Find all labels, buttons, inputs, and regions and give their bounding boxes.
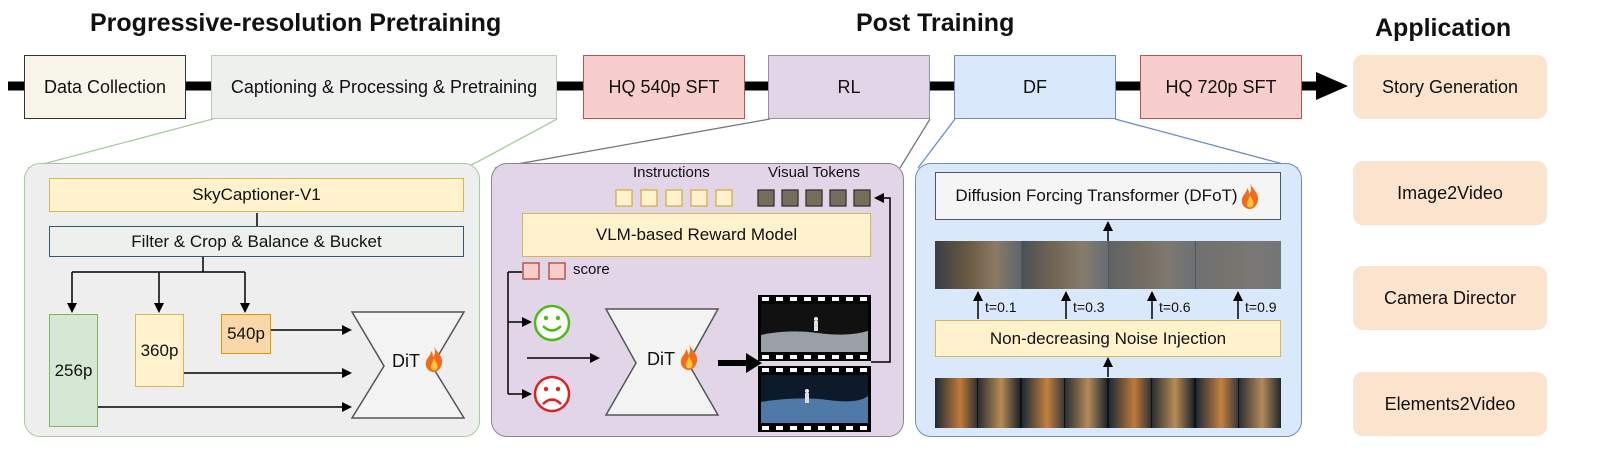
fire-icon xyxy=(1239,182,1261,210)
zoom-line-rl-left xyxy=(494,118,771,169)
filter-box: Filter & Crop & Balance & Bucket xyxy=(49,226,464,257)
zoom-line-rl-right xyxy=(899,118,931,169)
section-title-post-training: Post Training xyxy=(856,9,1015,37)
fire-icon xyxy=(678,343,700,371)
fire-icon xyxy=(423,345,445,373)
res-360p-box: 360p xyxy=(135,314,184,387)
zoom-line-pretrain-right xyxy=(465,118,558,169)
film-strip-icon xyxy=(758,366,871,432)
visual-token-blocks xyxy=(757,189,872,207)
visual-tokens-label: Visual Tokens xyxy=(768,164,861,181)
timestep-label-3: t=0.6 xyxy=(1159,299,1191,315)
app-camera-director: Camera Director xyxy=(1353,266,1547,330)
clean-frame-3 xyxy=(1022,378,1064,428)
clean-frame-5 xyxy=(1109,378,1151,428)
clean-frame-4 xyxy=(1065,378,1107,428)
skycaptioner-box: SkyCaptioner-V1 xyxy=(49,178,464,212)
clean-frame-1 xyxy=(935,378,977,428)
zoom-line-df-right xyxy=(1114,118,1299,169)
app-image2video: Image2Video xyxy=(1353,161,1547,225)
clean-frame-8 xyxy=(1239,378,1281,428)
noisy-frames-strip xyxy=(935,241,1281,289)
dfot-label: Diffusion Forcing Transformer (DFoT) xyxy=(955,186,1238,205)
stage-df: DF xyxy=(954,55,1116,119)
film-strip-icon xyxy=(758,295,871,361)
timestep-label-1: t=0.1 xyxy=(985,299,1017,315)
noise-injection-box: Non-decreasing Noise Injection xyxy=(935,320,1281,357)
noisy-frame-2 xyxy=(1022,241,1108,289)
clean-frame-7 xyxy=(1196,378,1238,428)
dit-label-rl: DiT xyxy=(647,349,675,369)
dit-shape-pretrain xyxy=(350,311,466,419)
dit-shape-rl xyxy=(604,308,720,416)
pipeline-arrowhead xyxy=(1316,72,1348,100)
clean-frame-6 xyxy=(1152,378,1194,428)
noisy-frame-4 xyxy=(1196,241,1281,289)
stage-data-collection: Data Collection xyxy=(24,55,186,119)
score-label: score xyxy=(573,261,610,278)
section-title-application: Application xyxy=(1375,14,1512,42)
clean-frame-2 xyxy=(978,378,1020,428)
stage-captioning: Captioning & Processing & Pretraining xyxy=(211,55,557,119)
smile-icon xyxy=(532,303,572,343)
dfot-box: Diffusion Forcing Transformer (DFoT) xyxy=(935,172,1281,220)
zoom-line-pretrain-left xyxy=(27,118,214,169)
timestep-label-4: t=0.9 xyxy=(1245,299,1277,315)
clean-frames-strip xyxy=(935,378,1281,428)
dit-label-pretrain: DiT xyxy=(392,351,420,371)
noisy-frame-3 xyxy=(1109,241,1195,289)
app-story-generation: Story Generation xyxy=(1353,55,1547,119)
section-title-pretraining: Progressive-resolution Pretraining xyxy=(90,9,502,37)
stage-rl: RL xyxy=(768,55,930,119)
stage-sft-540: HQ 540p SFT xyxy=(583,55,745,119)
frown-icon xyxy=(532,374,572,414)
instruction-tokens xyxy=(615,189,737,207)
reward-model-box: VLM-based Reward Model xyxy=(522,213,871,257)
zoom-line-df-left xyxy=(917,118,956,169)
res-256p-box: 256p xyxy=(49,314,98,427)
app-elements2video: Elements2Video xyxy=(1353,372,1547,436)
stage-sft-720: HQ 720p SFT xyxy=(1140,55,1302,119)
noisy-frame-1 xyxy=(935,241,1021,289)
res-540p-box: 540p xyxy=(221,314,271,354)
instructions-label: Instructions xyxy=(633,164,710,181)
score-tokens xyxy=(522,262,568,280)
timestep-label-2: t=0.3 xyxy=(1073,299,1105,315)
